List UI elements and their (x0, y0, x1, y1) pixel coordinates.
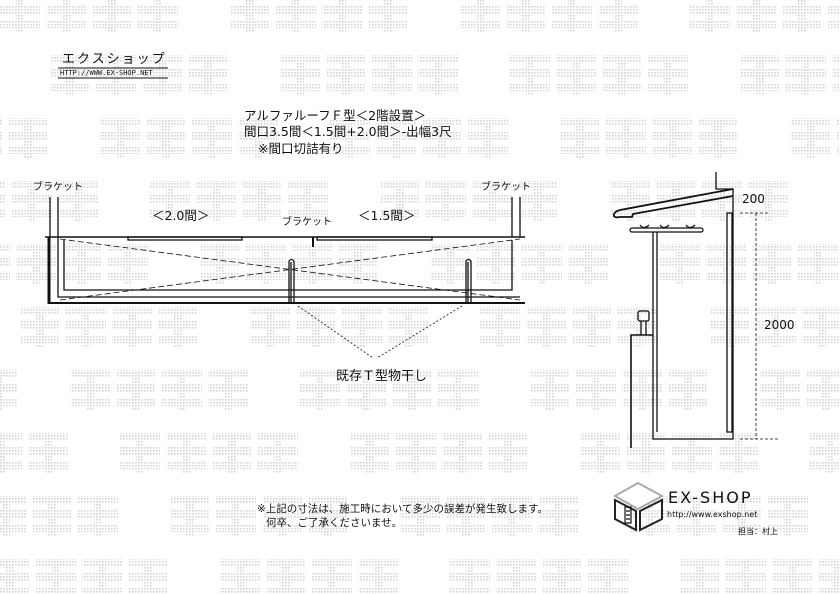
span-left-label: ＜2.0間＞ (152, 208, 210, 223)
watermark-mark (100, 118, 278, 158)
watermark-mark (230, 0, 408, 32)
shop-name: エクスショップ (62, 52, 167, 67)
watermark-mark (630, 496, 808, 536)
watermark-mark (790, 118, 840, 158)
title-line3: ※間口切詰有り (258, 141, 344, 156)
watermark-mark (580, 433, 758, 473)
title-line1: アルファルーフＦ型＜2階設置＞ (244, 108, 427, 123)
watermark-mark (0, 496, 118, 536)
watermark-mark (740, 55, 840, 95)
watermark-mark (0, 370, 18, 410)
watermark-mark (0, 118, 48, 158)
exshop-logo-icon (612, 481, 665, 532)
watermark-mark (480, 307, 658, 347)
watermark-mark (0, 433, 68, 473)
note-line2: 何卒、ご了承くださいませ。 (266, 517, 403, 529)
watermark-mark (0, 0, 178, 32)
watermark-mark (70, 370, 248, 410)
watermark-mark (200, 244, 378, 284)
watermark-mark (280, 55, 458, 95)
watermark-mark (350, 433, 528, 473)
watermark-mark (660, 244, 838, 284)
plan-view (45, 197, 525, 359)
watermark-mark (300, 370, 478, 410)
watermark-mark (120, 433, 298, 473)
shop-url: HTTP://WWW.EX-SHOP.NET (60, 69, 153, 77)
watermark-mark (220, 559, 398, 594)
watermark-mark (50, 55, 228, 95)
header-underline (58, 67, 168, 79)
staff-label: 担当：村上 (738, 527, 778, 536)
watermark-mark (680, 559, 840, 594)
watermark-mark (460, 0, 638, 32)
watermark-mark (0, 559, 168, 594)
watermark-mark (380, 181, 558, 221)
bracket-left-label: ブラケット (33, 182, 83, 193)
watermark-mark (170, 496, 348, 536)
watermark-mark (150, 181, 328, 221)
watermark-mark (690, 0, 840, 32)
brand-name: EX-SHOP (668, 488, 753, 507)
watermark-mark (400, 496, 578, 536)
watermark-mark (430, 244, 608, 284)
watermark-mark (760, 370, 840, 410)
existing-clothesline-label: 既存Ｔ型物干し (336, 369, 428, 384)
watermark-mark (20, 307, 198, 347)
note-line1: ※上記の寸法は、施工時において多少の誤差が発生致します。 (257, 503, 548, 515)
bracket-right-label: ブラケット (481, 182, 531, 193)
dim-200: 200 (742, 192, 765, 206)
watermark-mark (0, 181, 98, 221)
span-right-label: ＜1.5間＞ (358, 208, 416, 223)
watermark-mark (710, 307, 840, 347)
watermark-mark (450, 559, 628, 594)
bracket-center-label: ブラケット (282, 217, 332, 228)
watermark-mark (810, 433, 840, 473)
watermark-mark (250, 307, 428, 347)
watermark-mark (560, 118, 738, 158)
watermark-mark (330, 118, 508, 158)
title-line2: 間口3.5間＜1.5間+2.0間＞-出幅3尺 (244, 124, 452, 139)
watermark-mark (530, 370, 708, 410)
brand-url: http://www.exshop.net (667, 510, 758, 519)
watermark-mark (510, 55, 688, 95)
dim-2000: 2000 (764, 318, 795, 332)
section-view (612, 172, 780, 448)
